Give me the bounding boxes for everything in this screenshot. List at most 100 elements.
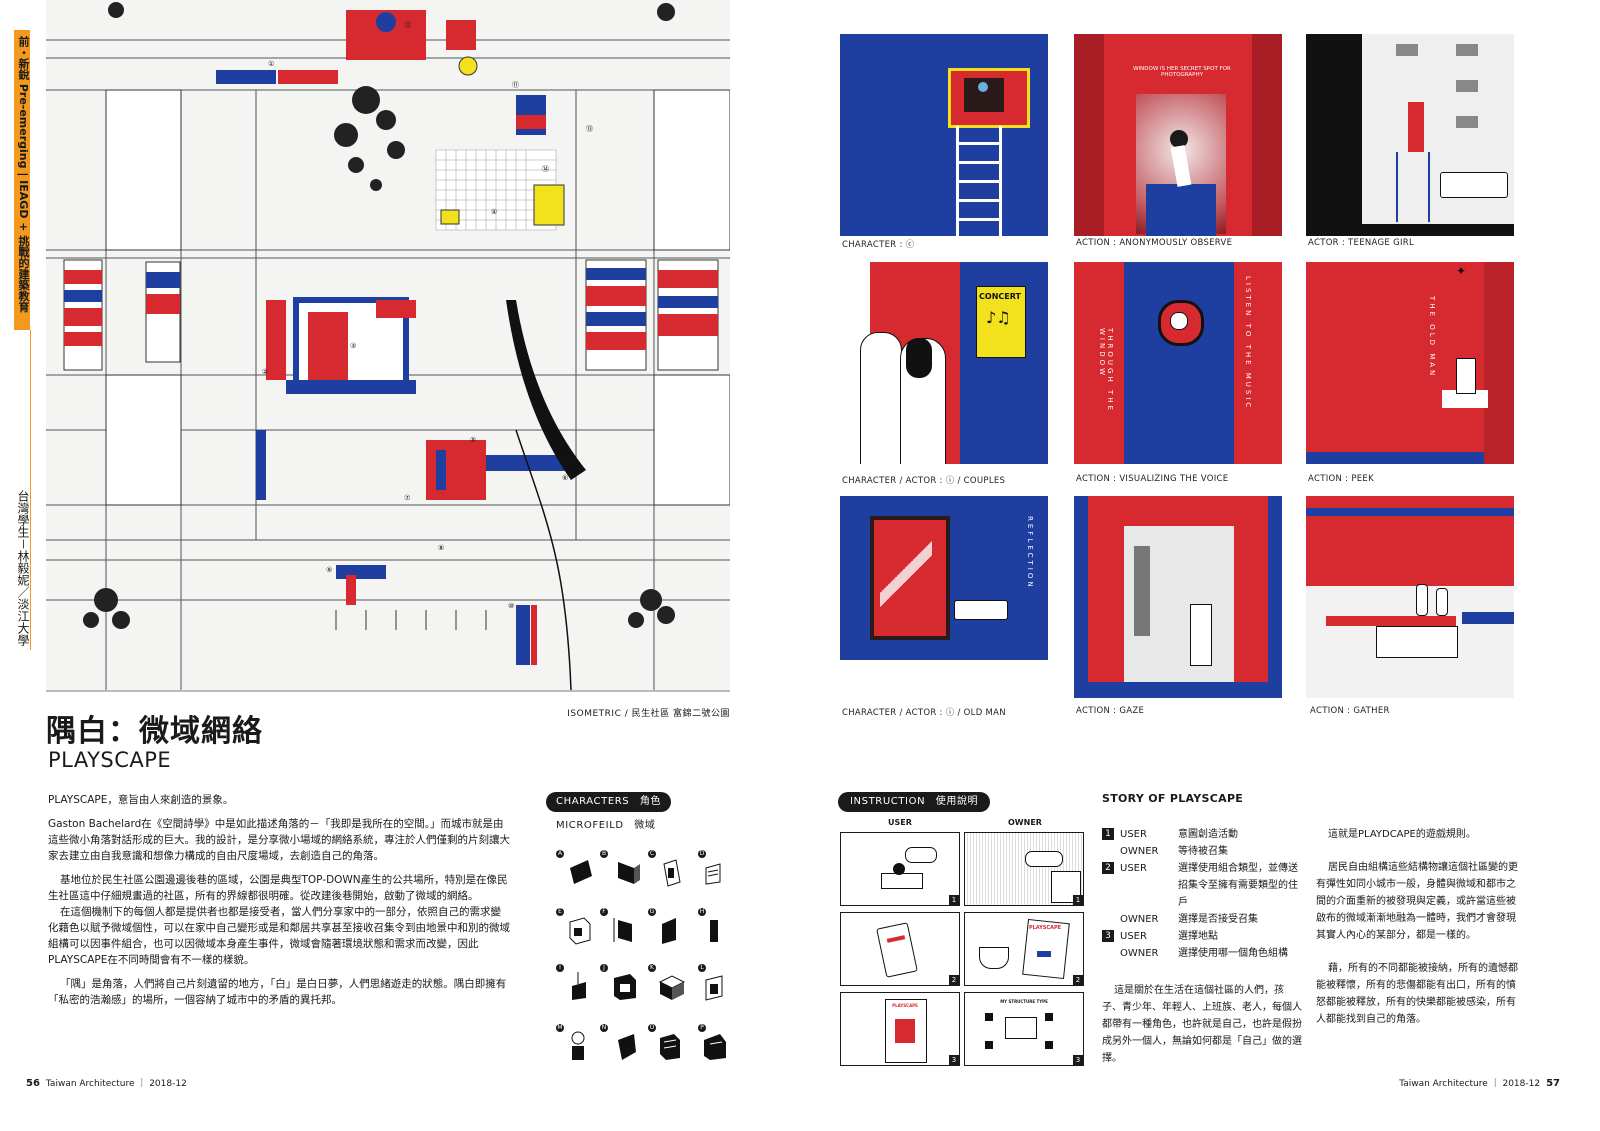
story-step-text: 等待被召集 xyxy=(1178,846,1228,857)
footer-text: Taiwan Architecture ｜ 2018-12 xyxy=(45,1079,187,1089)
panel-visualizing-voice: THROUGH THE WINDOW LISTEN TO THE MUSIC xyxy=(1074,262,1282,464)
footer-text: Taiwan Architecture ｜ 2018-12 xyxy=(1399,1079,1541,1089)
step-number: 2 xyxy=(1073,975,1083,985)
character-label: H xyxy=(698,908,706,916)
character-object xyxy=(610,912,640,946)
character-object xyxy=(656,968,686,1002)
iso-marker: ⑫ xyxy=(404,21,411,29)
iso-marker: ⑦ xyxy=(404,494,411,502)
isometric-caption: ISOMETRIC / 民生社區 富錦二號公園 xyxy=(567,709,730,719)
character-object xyxy=(566,854,596,888)
article-paragraph: PLAYSCAPE，意旨由人來創造的景象。 xyxy=(48,794,234,806)
poster-title: CONCERT xyxy=(979,292,1021,301)
panel-character xyxy=(840,34,1048,236)
character-label: I xyxy=(556,964,564,972)
character-object xyxy=(566,1028,596,1062)
story-step-text: 選擇使用組合類型，並傳送招集令至擁有需要類型的住戶 xyxy=(1178,863,1298,908)
instruction-step-user: 1 xyxy=(840,832,960,906)
instruction-user-header: USER xyxy=(888,818,912,827)
footer-right: Taiwan Architecture ｜ 2018-12 57 xyxy=(1380,1076,1560,1089)
card-title: PLAYSCAPE xyxy=(1028,925,1062,931)
step-number: 1 xyxy=(1073,895,1083,905)
panel-caption: ACTION : PEEK xyxy=(1308,474,1374,484)
article-paragraph: Gaston Bachelard在《空間詩學》中是如此描述角落的－「我即是我所在… xyxy=(48,818,510,862)
character-object xyxy=(566,912,596,946)
story-step-text: 選擇地點 xyxy=(1178,931,1218,942)
story-role: USER xyxy=(1120,829,1147,840)
card-title: PLAYSCAPE xyxy=(892,1003,918,1008)
panel-anonymously-observe: WINDOW IS HER SECRET SPOT FOR PHOTOGRAPH… xyxy=(1074,34,1282,236)
instruction-step-owner: 1 xyxy=(964,832,1084,906)
story-paragraph: 藉，所有的不同都能被接納，所有的遺憾都能被釋懷，所有的悲傷都能有出口，所有的憤怒… xyxy=(1316,963,1518,1025)
bird-icon: ✦ xyxy=(1456,264,1467,278)
character-object xyxy=(566,968,596,1002)
panel-overlay-text: WINDOW IS HER SECRET SPOT FOR PHOTOGRAPH… xyxy=(1133,66,1231,78)
character-label: O xyxy=(648,1024,656,1032)
article-paragraph: 在這個機制下的每個人都是提供者也都是接受者，當人們分享家中的一部分，依照自己的需… xyxy=(48,906,510,966)
iso-marker: ⑨ xyxy=(326,566,333,574)
instruction-step-user: PLAYSCAPE 3 xyxy=(840,992,960,1066)
story-right-column: 這就是PLAYDCAPE的遊戲規則。 居民自由組構這些結構物讓這個社區變的更有彈… xyxy=(1316,826,1520,1044)
characters-pill: CHARACTERS 角色 xyxy=(546,792,672,812)
character-object xyxy=(656,912,686,946)
panel-gather xyxy=(1306,496,1514,698)
instruction-step-user: 2 xyxy=(840,912,960,986)
iso-marker: ② xyxy=(262,368,269,376)
panel-teenage-girl xyxy=(1306,34,1514,236)
article-body: PLAYSCAPE，意旨由人來創造的景象。 Gaston Bachelard在《… xyxy=(48,792,510,1008)
character-object xyxy=(700,1028,730,1062)
character-object xyxy=(614,1028,644,1062)
story-role: OWNER xyxy=(1120,914,1159,925)
page-number: 57 xyxy=(1546,1078,1560,1089)
iso-marker: ⑩ xyxy=(508,602,515,610)
story-step-number: 3 xyxy=(1102,930,1114,942)
character-object xyxy=(658,854,688,888)
iso-marker: ⑧ xyxy=(438,544,445,552)
panel-caption: ACTOR : TEENAGE GIRL xyxy=(1308,238,1415,248)
story-step-text: 選擇是否接受召集 xyxy=(1178,914,1258,925)
step-number: 2 xyxy=(949,975,959,985)
character-label: N xyxy=(600,1024,608,1032)
character-object xyxy=(610,968,640,1002)
iso-marker: ③ xyxy=(350,342,357,350)
iso-marker: ⑭ xyxy=(542,165,549,173)
story-title: STORY OF PLAYSCAPE xyxy=(1102,792,1244,805)
vertical-text: THE OLD MAN xyxy=(1428,296,1436,379)
iso-marker: ④ xyxy=(491,208,498,216)
character-label: K xyxy=(648,964,656,972)
characters-grid: A B C D E F G H I J K L M N O P xyxy=(548,842,732,1072)
story-paragraph: 這是關於在生活在這個社區的人們，孩子、青少年、年輕人、上班族、老人，每個人都帶有… xyxy=(1102,985,1302,1064)
author-credit: 台灣學生－林毅妮／淡江大學 xyxy=(16,490,30,647)
article-title-en: PLAYSCAPE xyxy=(48,748,172,772)
character-label: D xyxy=(698,850,706,858)
panel-caption: ACTION : GAZE xyxy=(1076,706,1145,716)
character-object xyxy=(656,1028,686,1062)
panel-caption: CHARACTER / ACTOR : ⓘ / COUPLES xyxy=(842,476,1006,486)
structure-title: MY STRUCTURE TYPE xyxy=(1000,999,1048,1004)
character-object xyxy=(614,854,644,888)
character-label: E xyxy=(556,908,564,916)
article-paragraph: 基地位於民生社區公園邊邊後巷的區域，公園是典型TOP-DOWN產生的公共場所，特… xyxy=(48,874,508,902)
panel-caption: CHARACTER : ⓒ xyxy=(842,240,915,250)
character-label: J xyxy=(600,964,608,972)
character-object xyxy=(700,968,730,1002)
music-notes-icon: ♪♫ xyxy=(986,308,1011,327)
panel-caption: ACTION : ANONYMOUSLY OBSERVE xyxy=(1076,238,1233,248)
character-label: B xyxy=(600,850,608,858)
character-label: L xyxy=(698,964,706,972)
vertical-text: REFLECTION xyxy=(1026,516,1034,590)
step-number: 3 xyxy=(949,1055,959,1065)
story-step-text: 選擇使用哪一個角色組構 xyxy=(1178,948,1288,959)
article-title-zh: 隅白：微域網絡 xyxy=(46,714,263,749)
iso-marker: ⑪ xyxy=(512,81,519,89)
vertical-text: LISTEN TO THE MUSIC xyxy=(1244,276,1252,411)
panel-caption: ACTION : VISUALIZING THE VOICE xyxy=(1076,474,1229,484)
panel-caption: ACTION : GATHER xyxy=(1310,706,1390,716)
section-tab xyxy=(14,30,30,330)
